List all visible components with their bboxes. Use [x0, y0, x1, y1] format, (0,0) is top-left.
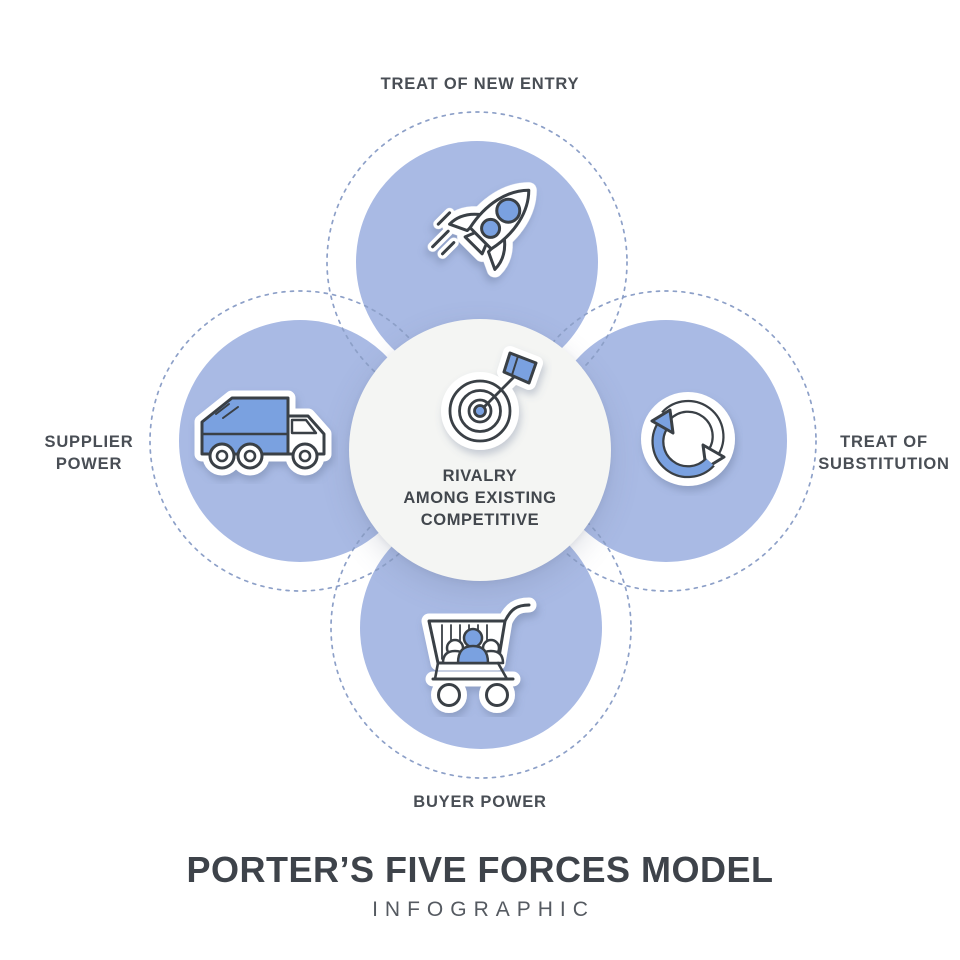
shopping-cart-icon — [421, 597, 537, 713]
center-label-rivalry: RIVALRY AMONG EXISTING COMPETITIVE — [403, 467, 557, 529]
refresh-arrows-icon — [641, 392, 735, 486]
page-subtitle: INFOGRAPHIC — [372, 898, 595, 921]
rocket-icon — [427, 182, 537, 278]
label-buyer-power: BUYER POWER — [413, 793, 547, 811]
label-threat-of-new-entry: TREAT OF NEW ENTRY — [380, 75, 580, 93]
label-threat-of-substitution: TREAT OF SUBSTITUTION — [818, 433, 950, 473]
label-supplier-power: SUPPLIER POWER — [44, 433, 134, 473]
page-title: PORTER’S FIVE FORCES MODEL — [186, 849, 774, 890]
target-dart-icon — [441, 346, 543, 450]
title-block: PORTER’S FIVE FORCES MODEL INFOGRAPHIC — [0, 849, 960, 922]
truck-icon — [194, 390, 332, 476]
